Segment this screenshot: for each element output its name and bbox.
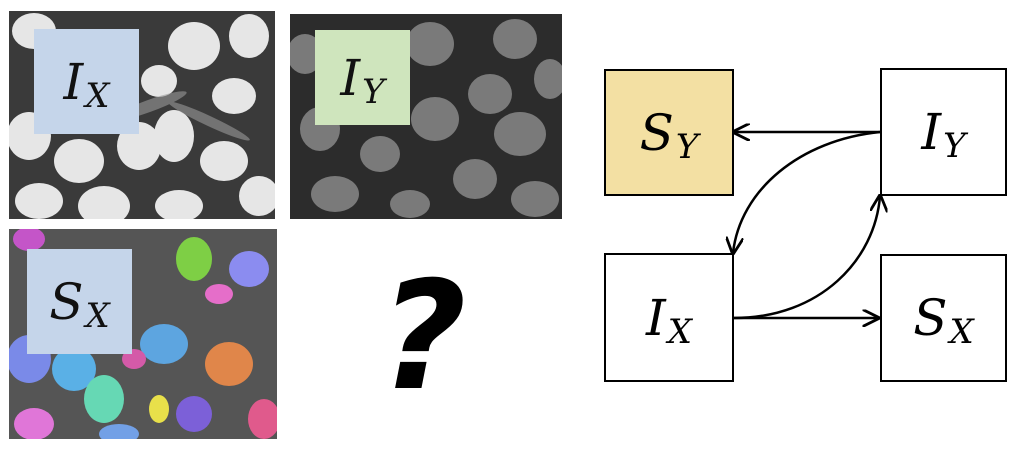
question-mark: ?: [379, 250, 467, 424]
node-sy-main: S: [639, 103, 674, 162]
iy-panel-label-main: I: [340, 48, 361, 107]
edge-iy-to-ix: [733, 130, 881, 253]
node-ix-main: I: [646, 288, 666, 347]
iy-panel-label-sub: Y: [362, 71, 385, 112]
iy-cell-image: [290, 14, 562, 219]
ix-panel-label-sub: X: [85, 75, 110, 116]
sx-panel-label-sub: X: [85, 295, 110, 336]
node-ix-sub: X: [667, 311, 692, 352]
ix-panel-label-main: I: [63, 52, 84, 111]
edge-ix-to-iy: [733, 196, 880, 320]
node-sx-main: S: [913, 289, 948, 347]
sx-panel-label-main: S: [49, 272, 84, 331]
node-iy-main: I: [921, 103, 942, 161]
node-sx-sub: X: [949, 312, 974, 352]
node-iy-sub: Y: [943, 126, 966, 166]
node-sy-sub: Y: [675, 126, 699, 167]
